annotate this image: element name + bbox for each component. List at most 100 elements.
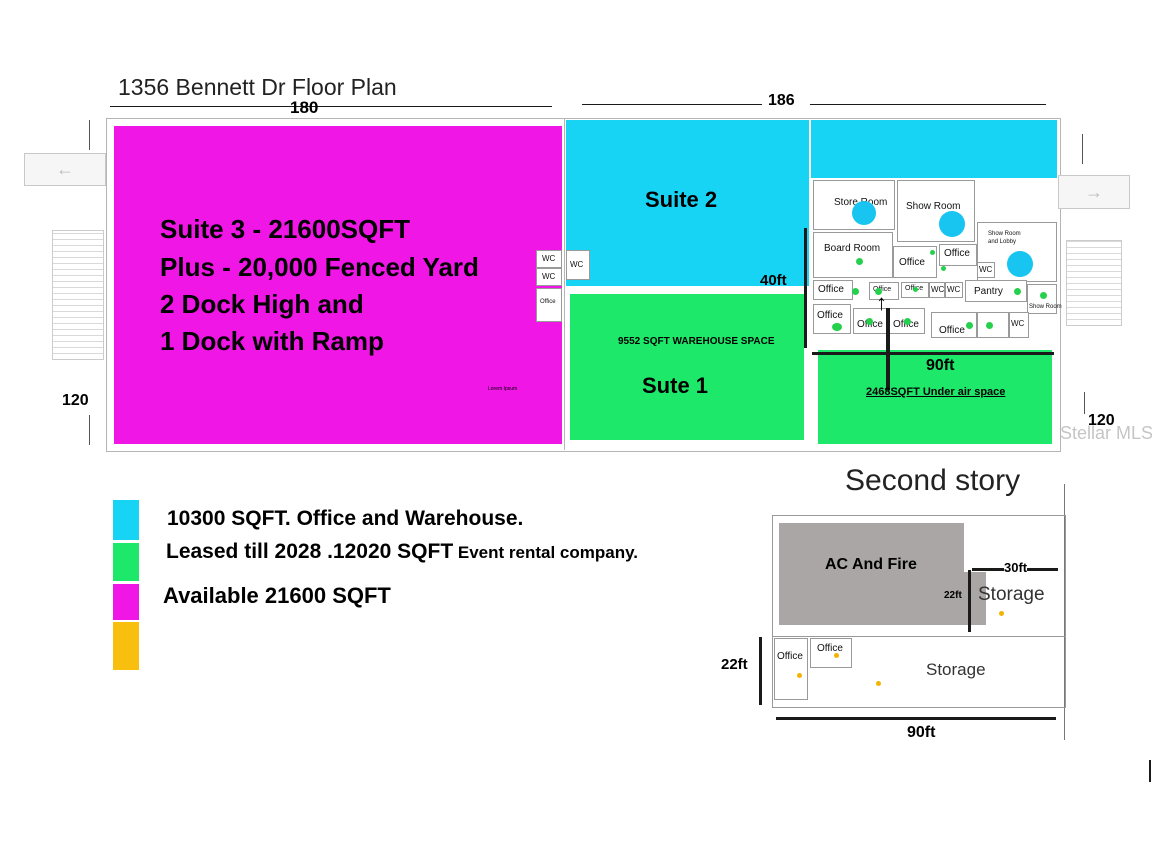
dimension-line-right-bottom: [1084, 392, 1085, 414]
legend-swatch-orange: [113, 622, 139, 670]
office-room-2: Office: [939, 244, 977, 266]
wc-overlay-label: WC: [570, 260, 584, 269]
orange-marker: [834, 653, 839, 658]
wc-label-1: WC: [542, 254, 556, 263]
board-room: Board Room: [813, 232, 893, 278]
dimension-30ft: 30ft: [1004, 560, 1028, 575]
wc-overlay: WC: [566, 250, 590, 280]
dimension-line-left-top: [89, 120, 90, 150]
legend-text-magenta: Available 21600 SQFT: [163, 583, 391, 608]
dimension-line-left-bottom: [89, 415, 90, 445]
wc-label-4: WC: [979, 265, 993, 274]
ac-fire-area-ext: [930, 572, 986, 625]
right-arrow-icon: →: [1058, 175, 1130, 209]
suite-1-label: Sute 1: [642, 373, 709, 398]
office-room-1: Office: [893, 246, 937, 278]
second-office-1-label: Office: [777, 651, 803, 662]
office-label-small-left: Office: [540, 299, 556, 305]
second-story-title: Second story: [845, 464, 1021, 497]
dimension-line-40ft: [804, 228, 807, 348]
wc-room-1: WC: [536, 250, 562, 268]
green-marker: [913, 287, 918, 292]
office-label-6: Office: [817, 310, 843, 321]
dimension-second-width: 90ft: [907, 724, 936, 741]
second-story-lower-outline: [772, 636, 1066, 708]
wc-label-5: WC: [931, 285, 945, 294]
ac-fire-label: AC And Fire: [825, 556, 917, 573]
suite-3-label-line-3: 2 Dock High and: [160, 289, 364, 319]
show-room: Show Room: [897, 180, 975, 242]
office-room-6: Office: [813, 304, 851, 334]
green-marker: [986, 322, 993, 329]
green-marker: [852, 288, 859, 295]
second-office-1: Office: [774, 638, 808, 700]
dimension-line-right-top: [1082, 134, 1083, 164]
wc-room-7: WC: [1009, 312, 1029, 338]
pointer-arrow-shaft: [886, 308, 890, 390]
dimension-90ft: 90ft: [926, 357, 955, 374]
dimension-line-second-depth: [759, 637, 762, 705]
green-marker: [832, 323, 842, 331]
suite-2-label: Suite 2: [645, 187, 718, 212]
dimension-right: 120: [1088, 412, 1115, 429]
suite-1-note: 9552 SQFT WAREHOUSE SPACE: [618, 336, 775, 347]
dimension-line-top-right: [582, 104, 762, 105]
legend-text-cyan: 10300 SQFT. Office and Warehouse.: [167, 507, 524, 530]
floor-plan-title: 1356 Bennett Dr Floor Plan: [118, 74, 397, 100]
building-outline: [106, 118, 1061, 452]
show-room-small: Show Room: [1027, 284, 1062, 314]
orange-marker: [797, 673, 802, 678]
dimension-line-second-width: [776, 717, 1056, 720]
wc-label-2: WC: [542, 272, 556, 281]
green-marker: [904, 318, 911, 325]
office-label-4: Office: [873, 286, 892, 293]
orange-marker: [876, 681, 881, 686]
second-office-2-label: Office: [817, 643, 843, 654]
show-room-lobby-label-2: and Lobby: [988, 239, 1017, 245]
office-room-3: Office: [813, 280, 853, 300]
pointer-arrow-icon: ↑: [876, 290, 887, 315]
wc-room-5: WC: [929, 282, 945, 298]
orange-marker: [999, 611, 1004, 616]
suite-3-tiny-text: Lorem Ipsum: [488, 386, 518, 392]
legend-swatch-green: [113, 543, 139, 581]
suite-3-divider: [564, 118, 565, 450]
wc-room-4: WC: [977, 262, 995, 278]
cyan-marker-lobby: [1007, 251, 1033, 277]
green-marker: [1040, 292, 1047, 299]
board-room-label: Board Room: [824, 243, 881, 254]
suite-1-area: [570, 294, 804, 440]
wc-label-7: WC: [1011, 319, 1025, 328]
right-stairs: [1066, 240, 1122, 326]
watermark: Stellar MLS: [1060, 423, 1152, 443]
green-marker: [930, 250, 935, 255]
dimension-top-right: 186: [768, 92, 795, 109]
legend-swatch-magenta: [113, 584, 139, 620]
office-label-2: Office: [944, 248, 970, 259]
dimension-left: 120: [62, 392, 89, 409]
suite-2-area: [566, 120, 809, 286]
dimension-line-90ft: [812, 352, 1054, 355]
left-arrow-icon: ←: [24, 153, 106, 186]
office-room-small-left: Office: [536, 288, 562, 322]
wc-room-2: WC: [536, 268, 562, 286]
suite-3-label-line-4: 1 Dock with Ramp: [160, 326, 384, 356]
green-marker: [966, 322, 973, 329]
green-marker: [941, 266, 946, 271]
green-marker: [1014, 288, 1021, 295]
office-label-1: Office: [899, 257, 925, 268]
office-room-4: Office: [869, 282, 899, 300]
suite-3-label-line-1: Suite 3 - 21600SQFT: [160, 214, 410, 244]
storage-upper-label: Storage: [978, 584, 1045, 605]
suite-3-label-line-2: Plus - 20,000 Fenced Yard: [160, 252, 479, 282]
show-room-label: Show Room: [906, 201, 961, 212]
dimension-40ft: 40ft: [760, 272, 787, 289]
under-air-label: 2468SQFT Under air space: [866, 386, 1006, 398]
legend-text-green: Leased till 2028 .12020 SQFT Event renta…: [166, 540, 638, 564]
cyan-marker-show-room: [939, 211, 965, 237]
legend-text-green-main: Leased till 2028 .12020 SQFT: [166, 540, 454, 563]
show-room-lobby-label-1: Show Room: [988, 231, 1021, 237]
dimension-top-left: 180: [290, 98, 319, 117]
green-marker: [875, 288, 882, 295]
dimension-second-depth: 22ft: [721, 656, 748, 673]
